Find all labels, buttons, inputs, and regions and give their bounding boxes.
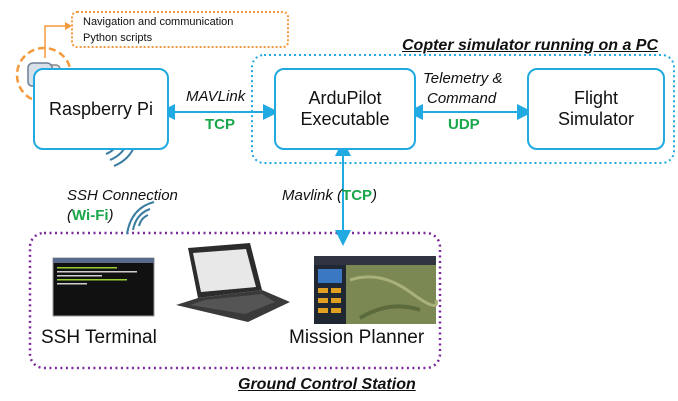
telemetry-label-2: Command <box>427 90 497 107</box>
ssh-wifi-protocol: Wi-Fi <box>72 207 109 224</box>
gcs-mavlink-close: ) <box>372 187 378 204</box>
raspberry-pi-node[interactable]: Raspberry Pi <box>33 68 169 150</box>
ssh-wifi-label: (Wi-Fi) <box>67 207 114 224</box>
ardupilot-label-1: ArduPilot <box>308 88 382 108</box>
laptop-image <box>176 243 290 322</box>
telemetry-label-1: Telemetry & <box>423 70 503 87</box>
mission-planner-image <box>314 256 438 324</box>
ssh-wifi-close: ) <box>108 207 114 224</box>
python-scripts-note: Navigation and communication Python scri… <box>71 11 289 48</box>
flight-simulator-label-1: Flight <box>573 88 618 108</box>
ardupilot-node[interactable]: ArduPilot Executable <box>274 68 416 150</box>
note-pointer <box>44 25 65 58</box>
gcs-mavlink-protocol: TCP <box>342 187 373 204</box>
ardupilot-label-2: Executable <box>300 109 390 129</box>
ssh-wifi-open: ( <box>67 207 72 224</box>
gcs-mavlink-label: Mavlink (TCP) <box>282 187 377 204</box>
gcs-group-title: Ground Control Station <box>238 376 416 393</box>
gcs-mavlink-open: ( <box>337 187 343 204</box>
ssh-terminal-image <box>52 257 155 317</box>
telemetry-protocol: UDP <box>448 116 480 133</box>
note-line-1: Navigation and communication <box>83 16 234 28</box>
gcs-mavlink-text: Mavlink <box>282 187 333 204</box>
gcs-group-border <box>28 231 442 370</box>
ssh-terminal-label: SSH Terminal <box>41 327 157 348</box>
pc-group-title: Copter simulator running on a PC <box>402 37 659 54</box>
flight-simulator-node[interactable]: Flight Simulator <box>527 68 665 150</box>
raspberry-pi-label: Raspberry Pi <box>48 98 154 119</box>
note-line-2: Python scripts <box>83 32 153 44</box>
ssh-connection-label: SSH Connection <box>67 187 178 204</box>
mavlink-label: MAVLink <box>186 88 246 105</box>
mission-planner-label: Mission Planner <box>289 327 425 348</box>
mavlink-protocol: TCP <box>205 116 235 133</box>
wifi-signal-icon-2 <box>126 201 155 235</box>
flight-simulator-label-2: Simulator <box>557 109 635 129</box>
